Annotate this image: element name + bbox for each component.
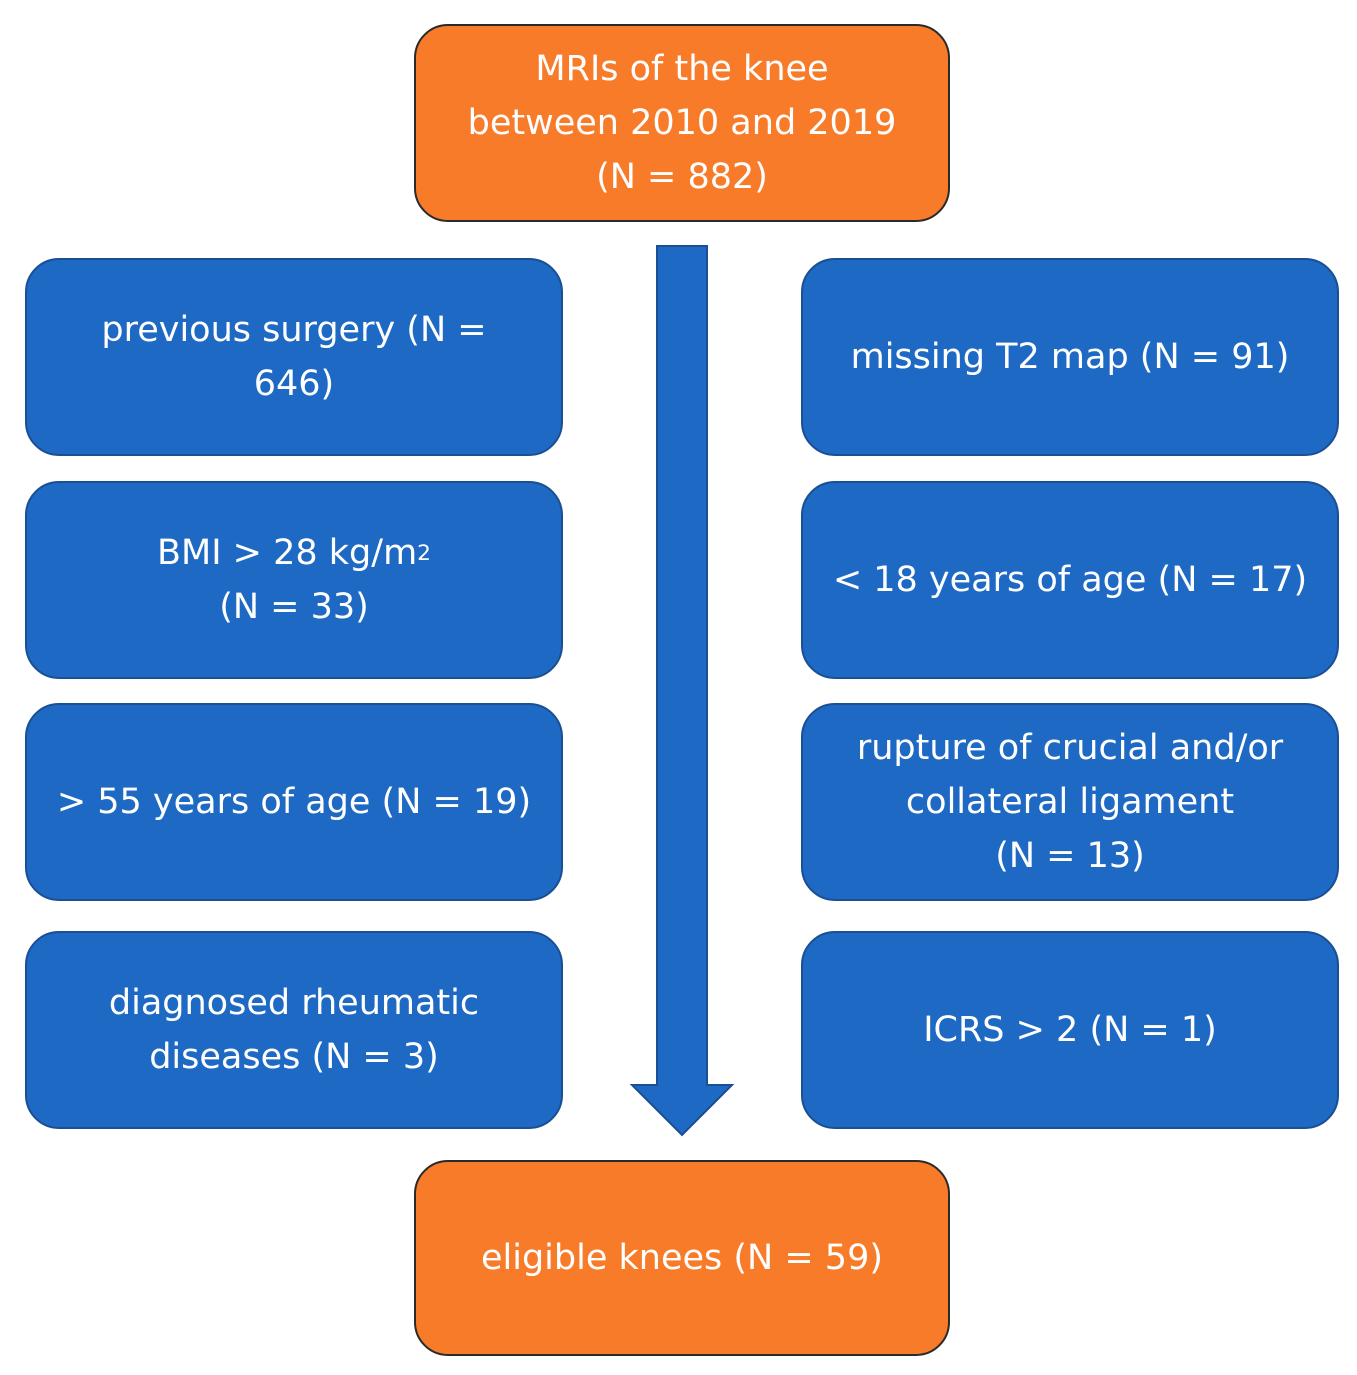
exclusion-bmi: BMI > 28 kg/m2 (N = 33)	[25, 481, 563, 679]
bmi-label-main: BMI > 28 kg/m	[157, 533, 418, 573]
end-box: eligible knees (N = 59)	[414, 1160, 950, 1356]
exclusion-rheumatic-diseases: diagnosed rheumatic diseases (N = 3)	[25, 931, 563, 1129]
exclusion-under-18: < 18 years of age (N = 17)	[801, 481, 1339, 679]
end-box-label: eligible knees (N = 59)	[480, 1238, 883, 1278]
exclusion-missing-t2-map: missing T2 map (N = 91)	[801, 258, 1339, 456]
start-box-label: MRIs of the knee between 2010 and 2019 (…	[467, 49, 897, 197]
flow-arrow-shape	[629, 245, 735, 1137]
exclusion-icrs: ICRS > 2 (N = 1)	[801, 931, 1339, 1129]
bmi-label-count: (N = 33)	[219, 587, 369, 627]
exclusion-label: diagnosed rheumatic diseases (N = 3)	[108, 983, 480, 1077]
exclusion-label: > 55 years of age (N = 19)	[56, 782, 532, 822]
start-box: MRIs of the knee between 2010 and 2019 (…	[414, 24, 950, 222]
bmi-label-superscript: 2	[417, 540, 431, 566]
exclusion-label: missing T2 map (N = 91)	[850, 337, 1290, 377]
exclusion-over-55: > 55 years of age (N = 19)	[25, 703, 563, 901]
exclusion-ligament-rupture: rupture of crucial and/or collateral lig…	[801, 703, 1339, 901]
exclusion-label: rupture of crucial and/or collateral lig…	[856, 728, 1284, 876]
exclusion-label: ICRS > 2 (N = 1)	[923, 1010, 1217, 1050]
exclusion-label: < 18 years of age (N = 17)	[832, 560, 1308, 600]
exclusion-previous-surgery: previous surgery (N = 646)	[25, 258, 563, 456]
exclusion-label: previous surgery (N = 646)	[101, 310, 487, 404]
exclusion-label: BMI > 28 kg/m2 (N = 33)	[157, 526, 431, 634]
flow-arrow-down	[629, 245, 735, 1137]
